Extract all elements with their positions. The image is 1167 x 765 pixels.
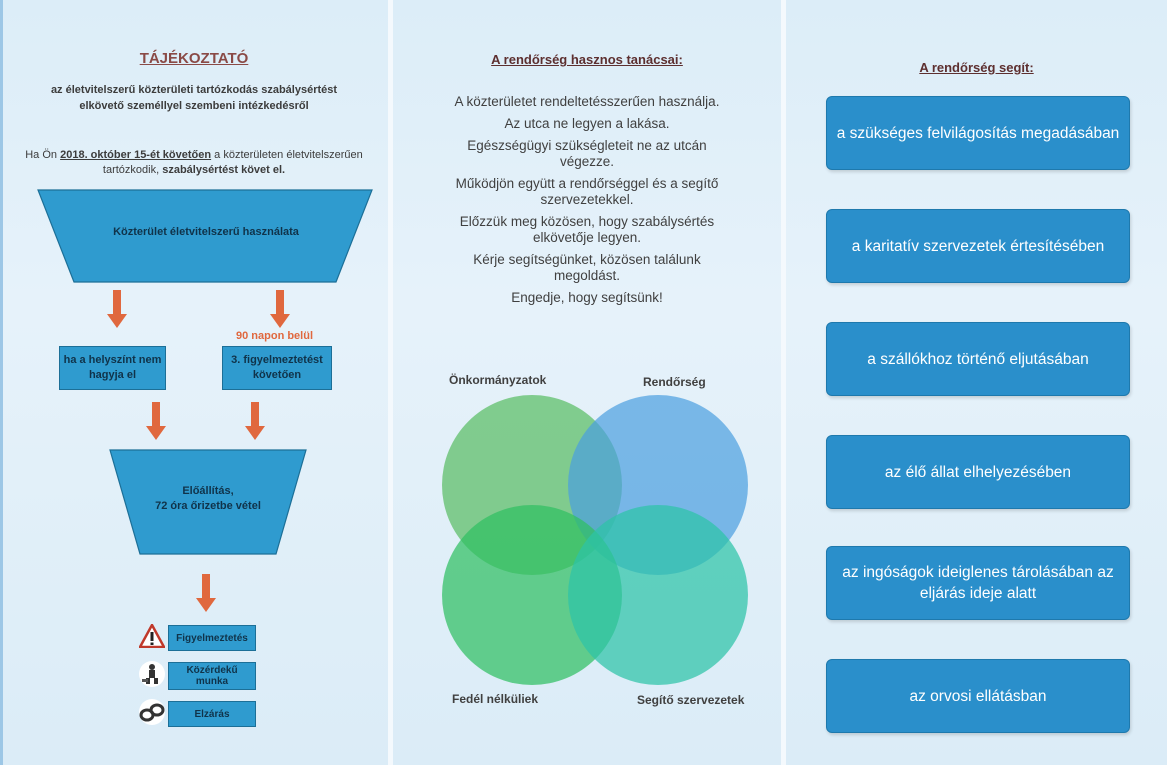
venn-circle-homeless xyxy=(442,505,622,685)
venn-label-local-government: Önkormányzatok xyxy=(449,373,547,387)
tip-item: Egészségügyi szükségleteit ne az utcán v… xyxy=(467,138,707,169)
worker-icon xyxy=(138,660,166,688)
funnel-bottom-line2: 72 óra őrizetbe vétel xyxy=(155,500,261,512)
tips-list: A közterületet rendeltetésszerűen haszná… xyxy=(443,94,731,312)
funnel-top-shape xyxy=(37,189,373,283)
tip-item: Engedje, hogy segítsünk! xyxy=(511,290,663,305)
tips-title: A rendőrség hasznos tanácsai: xyxy=(491,52,683,67)
tip-item: A közterületet rendeltetésszerűen haszná… xyxy=(454,94,720,109)
funnel-bottom-label: Előállítás, 72 óra őrizetbe vétel xyxy=(108,484,308,514)
days-label: 90 napon belül xyxy=(236,330,314,342)
help-title: A rendőrség segít: xyxy=(919,60,1034,75)
help-item: a szükséges felvilágosítás megadásában xyxy=(826,96,1130,170)
funnel-bottom-shape xyxy=(109,449,307,555)
down-arrow-icon xyxy=(146,402,166,442)
intro-date: 2018. október 15-ét követően xyxy=(60,149,212,161)
tip-item: Előzzük meg közösen, hogy szabálysértés … xyxy=(459,214,715,245)
venn-label-helping-orgs: Segítő szervezetek xyxy=(637,693,745,707)
help-item: a szállókhoz történő eljutásában xyxy=(826,322,1130,396)
fold-divider xyxy=(781,0,786,765)
box-not-leaving: ha a helyszínt nem hagyja el xyxy=(59,346,166,390)
intro-bold: szabálysértést követ el. xyxy=(162,164,286,176)
intro-pre: Ha Ön xyxy=(25,149,61,161)
handcuffs-icon xyxy=(138,698,166,726)
tip-item: Kérje segítségünket, közösen találunk me… xyxy=(473,252,701,283)
down-arrow-icon xyxy=(270,290,290,330)
help-item: az élő állat elhelyezésében xyxy=(826,435,1130,509)
legend-label: Közérdekű munka xyxy=(168,662,256,690)
intro-mid: a közterületen életvitelszerűen tartózko… xyxy=(102,149,363,176)
help-item: az ingóságok ideiglenes tárolásában az e… xyxy=(826,546,1130,620)
venn-circle-helping-orgs xyxy=(568,505,748,685)
warning-icon xyxy=(138,622,166,650)
tip-item: Az utca ne legyen a lakása. xyxy=(504,116,670,131)
venn-label-police: Rendőrség xyxy=(643,375,706,389)
down-arrow-icon xyxy=(196,574,216,614)
down-arrow-icon xyxy=(107,290,127,330)
down-arrow-icon xyxy=(245,402,265,442)
funnel-bottom-line1: Előállítás, xyxy=(182,485,234,497)
intro-text: Ha Ön 2018. október 15-ét követően a köz… xyxy=(0,148,388,178)
box-third-warning: 3. figyelmeztetést követően xyxy=(222,346,332,390)
funnel-top-label: Közterület életvitelszerű használata xyxy=(113,226,299,238)
fold-divider xyxy=(388,0,393,765)
tip-item: Működjön együtt a rendőrséggel és a segí… xyxy=(455,176,719,207)
subtitle: az életvitelszerű közterületi tartózkodá… xyxy=(50,84,338,112)
legend-label: Figyelmeztetés xyxy=(168,625,256,651)
venn-diagram xyxy=(442,395,748,685)
legend-label: Elzárás xyxy=(168,701,256,727)
venn-label-homeless: Fedél nélküliek xyxy=(452,692,539,706)
help-item: a karitatív szervezetek értesítésében xyxy=(826,209,1130,283)
page-title: TÁJÉKOZTATÓ xyxy=(139,50,249,67)
help-item: az orvosi ellátásban xyxy=(826,659,1130,733)
